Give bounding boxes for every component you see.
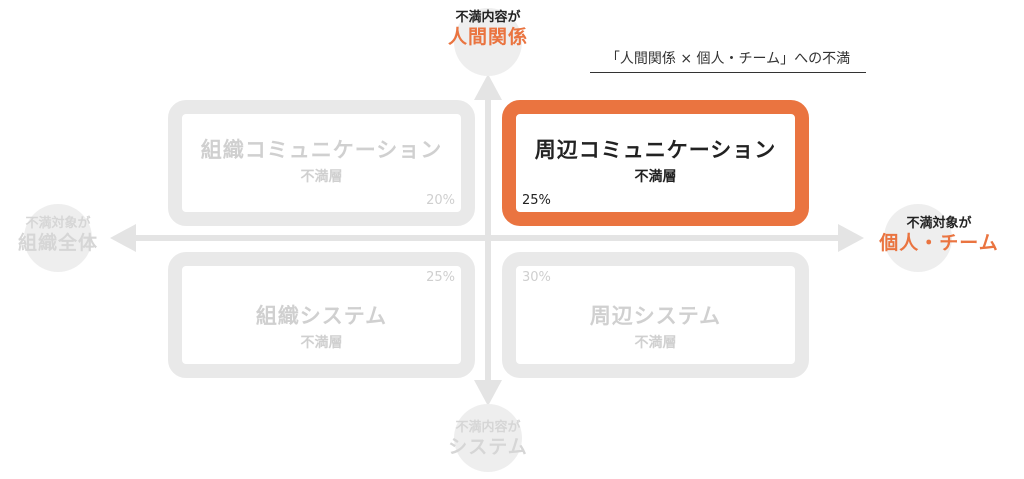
axis-top-small: 不満内容が [455,10,521,25]
quadrant-title: 組織コミュニケーション [200,138,443,162]
axis-circle-left [24,204,92,272]
quadrant-subtitle: 不満層 [300,335,343,351]
arrow-right-head [838,224,864,252]
axis-circle-right [884,204,952,272]
axis-label-bottom: 不満内容が システム [428,420,548,460]
quadrant-percent: 20% [426,193,455,208]
diagram-caption: 「人間関係 × 個人・チーム」への不満 [590,48,866,73]
quadrant-subtitle: 不満層 [634,169,677,185]
arrow-left-head [110,224,136,252]
quadrant-bottom-right: 30% 周辺システム 不満層 [502,252,809,378]
axis-left-small: 不満対象が [25,216,91,231]
quadrant-title: 周辺システム [589,304,722,328]
quadrant-top-left: 組織コミュニケーション 不満層 20% [168,100,475,226]
axis-top-big: 人間関係 [447,26,528,49]
axis-bottom-small: 不満内容が [455,420,521,435]
axis-circle-bottom [454,404,522,472]
axis-circle-top [454,8,522,76]
quadrant-percent: 25% [426,270,455,285]
axis-left-big: 組織全体 [17,232,98,255]
quadrant-subtitle: 不満層 [300,169,343,185]
quadrant-subtitle: 不満層 [634,335,677,351]
axis-label-top: 不満内容が 人間関係 [428,10,548,50]
axis-bottom-big: システム [448,436,528,459]
quadrant-percent: 25% [522,193,551,208]
arrow-up-head [474,74,502,100]
quadrant-bottom-left: 25% 組織システム 不満層 [168,252,475,378]
arrow-down-head [474,380,502,406]
axis-right-big: 個人・チーム [879,232,999,255]
axis-right-small: 不満対象が [906,216,972,231]
axis-label-left: 不満対象が 組織全体 [4,216,112,256]
quadrant-title: 周辺コミュニケーション [534,138,777,162]
axis-label-right: 不満対象が 個人・チーム [864,216,1014,256]
quadrant-title: 組織システム [255,304,388,328]
quadrant-top-right: 周辺コミュニケーション 不満層 25% [502,100,809,226]
quadrant-percent: 30% [522,270,551,285]
